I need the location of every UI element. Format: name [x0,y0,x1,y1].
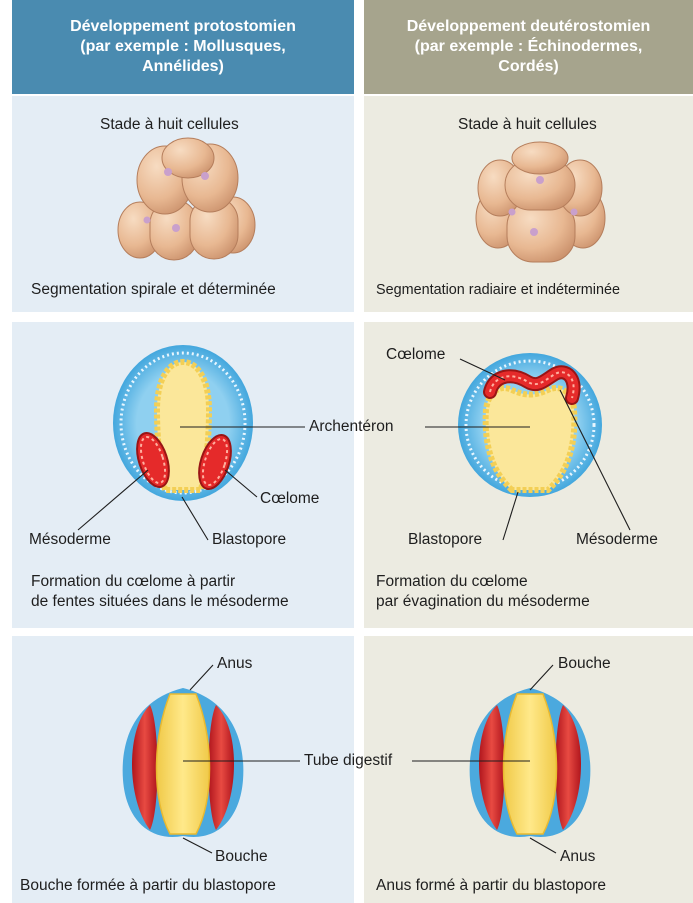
protostome-coelom-label: Cœlome [260,489,319,509]
schizocoely-caption-line-1: Formation du cœlome à partir [31,572,289,592]
enterocoely-caption-line-1: Formation du cœlome [376,572,590,592]
protostome-anus-label: Anus [217,654,252,674]
protostome-larva [123,688,244,837]
protostome-blastopore-label: Blastopore [212,530,286,550]
enterocoely-caption-line-2: par évagination du mésoderme [376,592,590,612]
radial-eight-cell-embryo [476,142,605,262]
radial-cleavage-caption: Segmentation radiaire et indéterminée [376,280,620,300]
protostome-mouth-caption: Bouche formée à partir du blastopore [20,876,276,896]
deuterostome-coelom-label: Cœlome [386,345,445,365]
schizocoely-caption-line-2: de fentes situées dans le mésoderme [31,592,289,612]
schizocoely-caption: Formation du cœlome à partir de fentes s… [31,572,289,612]
deuterostome-blastopore-label: Blastopore [408,530,482,550]
digestive-tube-label: Tube digestif [304,751,392,771]
protostome-gastrula [113,345,253,501]
protostome-mesoderm-label: Mésoderme [29,530,111,550]
deuterostome-mouth-label: Bouche [558,654,611,674]
deuterostome-gastrula [458,353,602,497]
deuterostome-anus-label: Anus [560,847,595,867]
deuterostome-larva [470,688,591,837]
spiral-eight-cell-embryo [118,138,255,260]
enterocoely-caption: Formation du cœlome par évagination du m… [376,572,590,612]
protostome-stage-label: Stade à huit cellules [100,115,239,135]
deuterostome-anus-caption: Anus formé à partir du blastopore [376,876,606,896]
deuterostome-mesoderm-label: Mésoderme [576,530,658,550]
spiral-cleavage-caption: Segmentation spirale et déterminée [31,280,276,300]
archenteron-label: Archentéron [309,417,393,437]
deuterostome-stage-label: Stade à huit cellules [458,115,597,135]
protostome-mouth-label: Bouche [215,847,268,867]
